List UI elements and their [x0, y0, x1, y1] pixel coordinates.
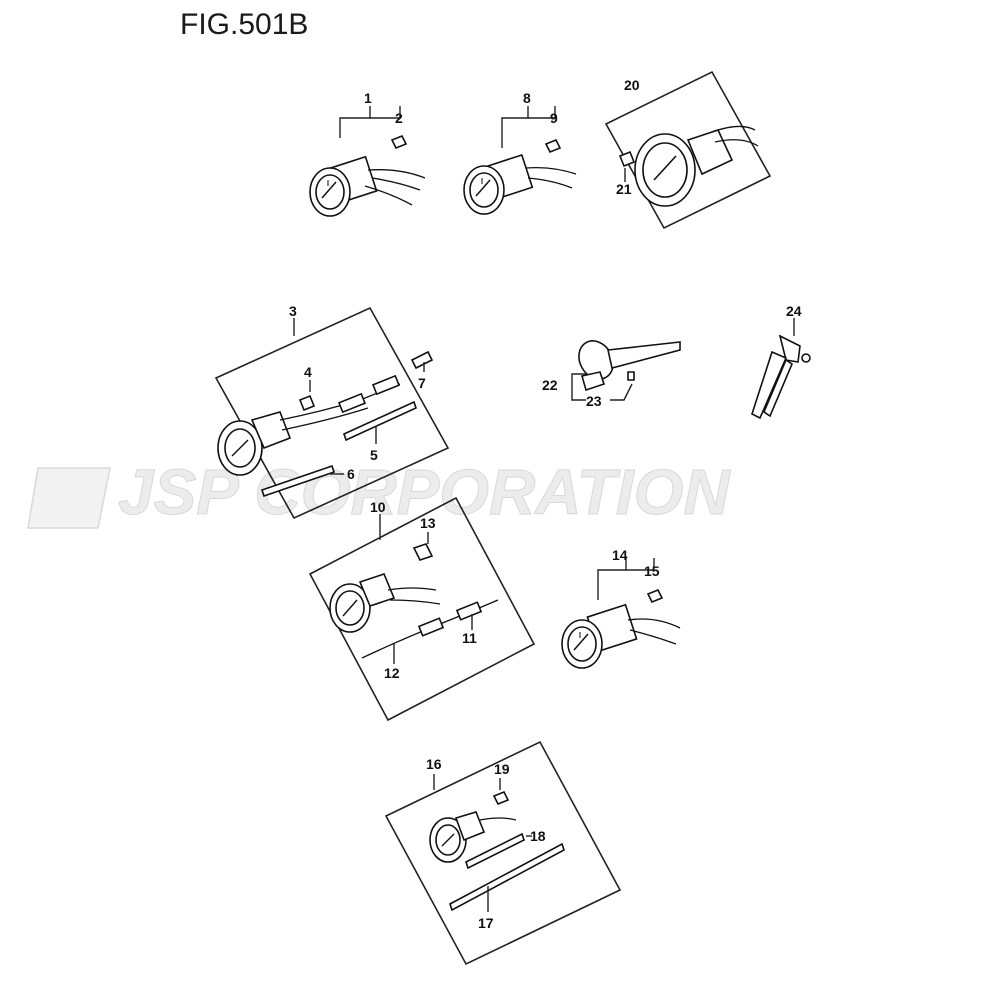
callout-labels: 1 2 3 4 5 6 7 8 9 10 11 12 13 14 15 16 1… — [289, 77, 802, 931]
watermark: JSP CORPORATION — [27, 456, 732, 529]
callout-23: 23 — [586, 393, 602, 409]
callout-11: 11 — [462, 630, 477, 646]
callout-3: 3 — [289, 303, 297, 319]
callout-13: 13 — [420, 515, 436, 531]
callout-18: 18 — [530, 828, 546, 844]
callout-19: 19 — [494, 761, 510, 777]
callout-10: 10 — [370, 499, 386, 515]
callout-22: 22 — [542, 377, 558, 393]
callout-12: 12 — [384, 665, 400, 681]
part-group-20 — [604, 70, 772, 230]
part-group-8 — [463, 106, 577, 215]
watermark-text: JSP CORPORATION — [118, 456, 731, 528]
part-group-22 — [571, 340, 681, 401]
callout-8: 8 — [523, 90, 531, 106]
part-group-10 — [308, 496, 536, 722]
callout-7: 7 — [418, 375, 426, 391]
callout-20: 20 — [624, 77, 640, 93]
part-group-1 — [309, 106, 426, 217]
callout-4: 4 — [304, 364, 312, 380]
part-24 — [751, 318, 811, 420]
figure-title: FIG.501B — [180, 8, 309, 41]
part-group-16 — [384, 740, 622, 966]
callout-21: 21 — [616, 181, 632, 197]
callout-1: 1 — [364, 90, 372, 106]
part-group-3 — [214, 306, 450, 520]
callout-5: 5 — [370, 447, 378, 463]
part-group-14 — [561, 558, 681, 669]
callout-9: 9 — [550, 110, 558, 126]
watermark-logo-icon — [27, 467, 111, 529]
callout-17: 17 — [478, 915, 494, 931]
callout-24: 24 — [786, 303, 802, 319]
callout-2: 2 — [395, 110, 403, 126]
callout-15: 15 — [644, 563, 660, 579]
callout-6: 6 — [347, 466, 355, 482]
callout-16: 16 — [426, 756, 442, 772]
callout-14: 14 — [612, 547, 628, 563]
